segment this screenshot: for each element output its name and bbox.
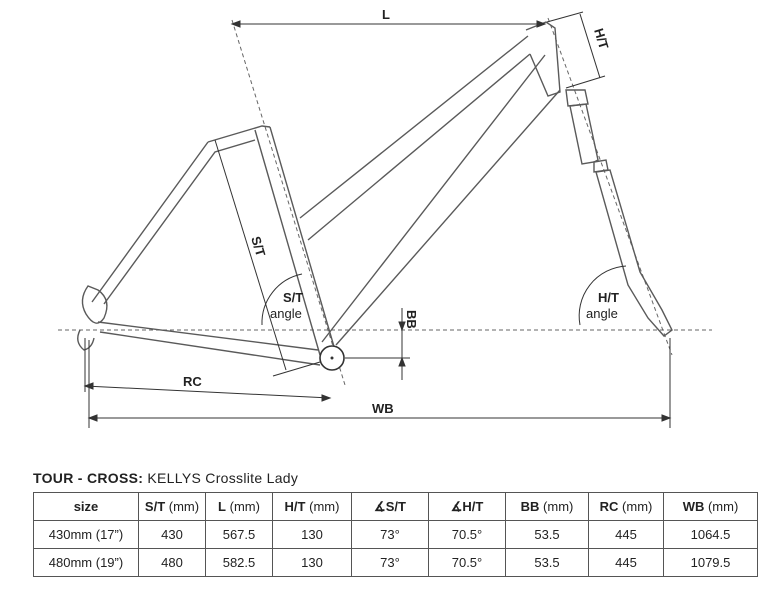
column-header: ∡S/T <box>351 492 429 521</box>
dim-ST <box>214 139 321 377</box>
table-title: TOUR - CROSS: KELLYS Crosslite Lady <box>33 470 298 486</box>
L-label: L <box>382 7 390 22</box>
st-angle-arc <box>261 273 303 326</box>
table-cell: 1079.5 <box>663 548 758 577</box>
HT-angle-label-2: angle <box>586 306 618 321</box>
model-label: KELLYS Crosslite Lady <box>147 470 299 486</box>
column-header-label: L <box>218 499 226 514</box>
column-header-unit: (mm) <box>539 499 574 514</box>
column-header: H/T (mm) <box>272 492 352 521</box>
ST-label: S/T <box>248 234 268 258</box>
column-header-label: H/T <box>284 499 306 514</box>
category-label: TOUR - CROSS: <box>33 470 144 486</box>
table-cell: 430 <box>138 520 206 549</box>
column-header-unit: (mm) <box>165 499 200 514</box>
table-cell: 582.5 <box>205 548 273 577</box>
table-cell: 445 <box>588 520 664 549</box>
column-header-label: S/T <box>144 499 166 514</box>
BB-label: BB <box>404 310 419 329</box>
column-header-label: WB <box>682 499 705 514</box>
table-cell: 53.5 <box>505 520 589 549</box>
dim-HT <box>546 11 606 89</box>
dim-WB <box>87 338 672 428</box>
column-header: BB (mm) <box>505 492 589 521</box>
column-header-unit: (mm) <box>226 499 260 514</box>
table-cell: 70.5° <box>428 520 506 549</box>
column-header: size <box>33 492 139 521</box>
ST-angle-label-2: angle <box>270 306 302 321</box>
table-cell: 73° <box>351 548 429 577</box>
head-tube-axis <box>547 17 673 356</box>
table-cell: 1064.5 <box>663 520 758 549</box>
column-header-unit: (mm) <box>618 499 653 514</box>
table-cell: 73° <box>351 520 429 549</box>
size-cell: 430mm (17”) <box>33 520 139 549</box>
table-cell: 70.5° <box>428 548 506 577</box>
table-cell: 445 <box>588 548 664 577</box>
column-header: L (mm) <box>205 492 273 521</box>
bike-geometry-diagram: L H/T S/T S/T angle H/T angle BB RC <box>58 7 712 428</box>
ST-angle-label-1: S/T <box>283 290 303 305</box>
RC-label: RC <box>183 374 202 389</box>
dim-BB <box>345 308 410 380</box>
column-header-label: ∡H/T <box>450 498 484 514</box>
dim-L <box>230 20 547 28</box>
column-header-label: ∡S/T <box>374 498 406 514</box>
bike-frame <box>77 21 561 366</box>
ht-angle-arc <box>578 265 627 326</box>
table-cell: 53.5 <box>505 548 589 577</box>
column-header-label: BB <box>520 499 540 514</box>
column-header-unit: (mm) <box>704 499 739 514</box>
HT-label: H/T <box>591 26 611 50</box>
column-header-unit: (mm) <box>305 499 340 514</box>
column-header: S/T (mm) <box>138 492 206 521</box>
table-cell: 130 <box>272 520 352 549</box>
table-cell: 480 <box>138 548 206 577</box>
column-header: RC (mm) <box>588 492 664 521</box>
column-header: ∡H/T <box>428 492 506 521</box>
table-cell: 130 <box>272 548 352 577</box>
HT-angle-label-1: H/T <box>598 290 619 305</box>
suspension-fork <box>565 89 673 337</box>
column-header-label: RC <box>599 499 619 514</box>
table-cell: 567.5 <box>205 520 273 549</box>
size-cell: 480mm (19”) <box>33 548 139 577</box>
WB-label: WB <box>372 401 394 416</box>
column-header: WB (mm) <box>663 492 758 521</box>
seat-tube-axis <box>231 19 346 386</box>
column-header-label: size <box>73 499 99 514</box>
